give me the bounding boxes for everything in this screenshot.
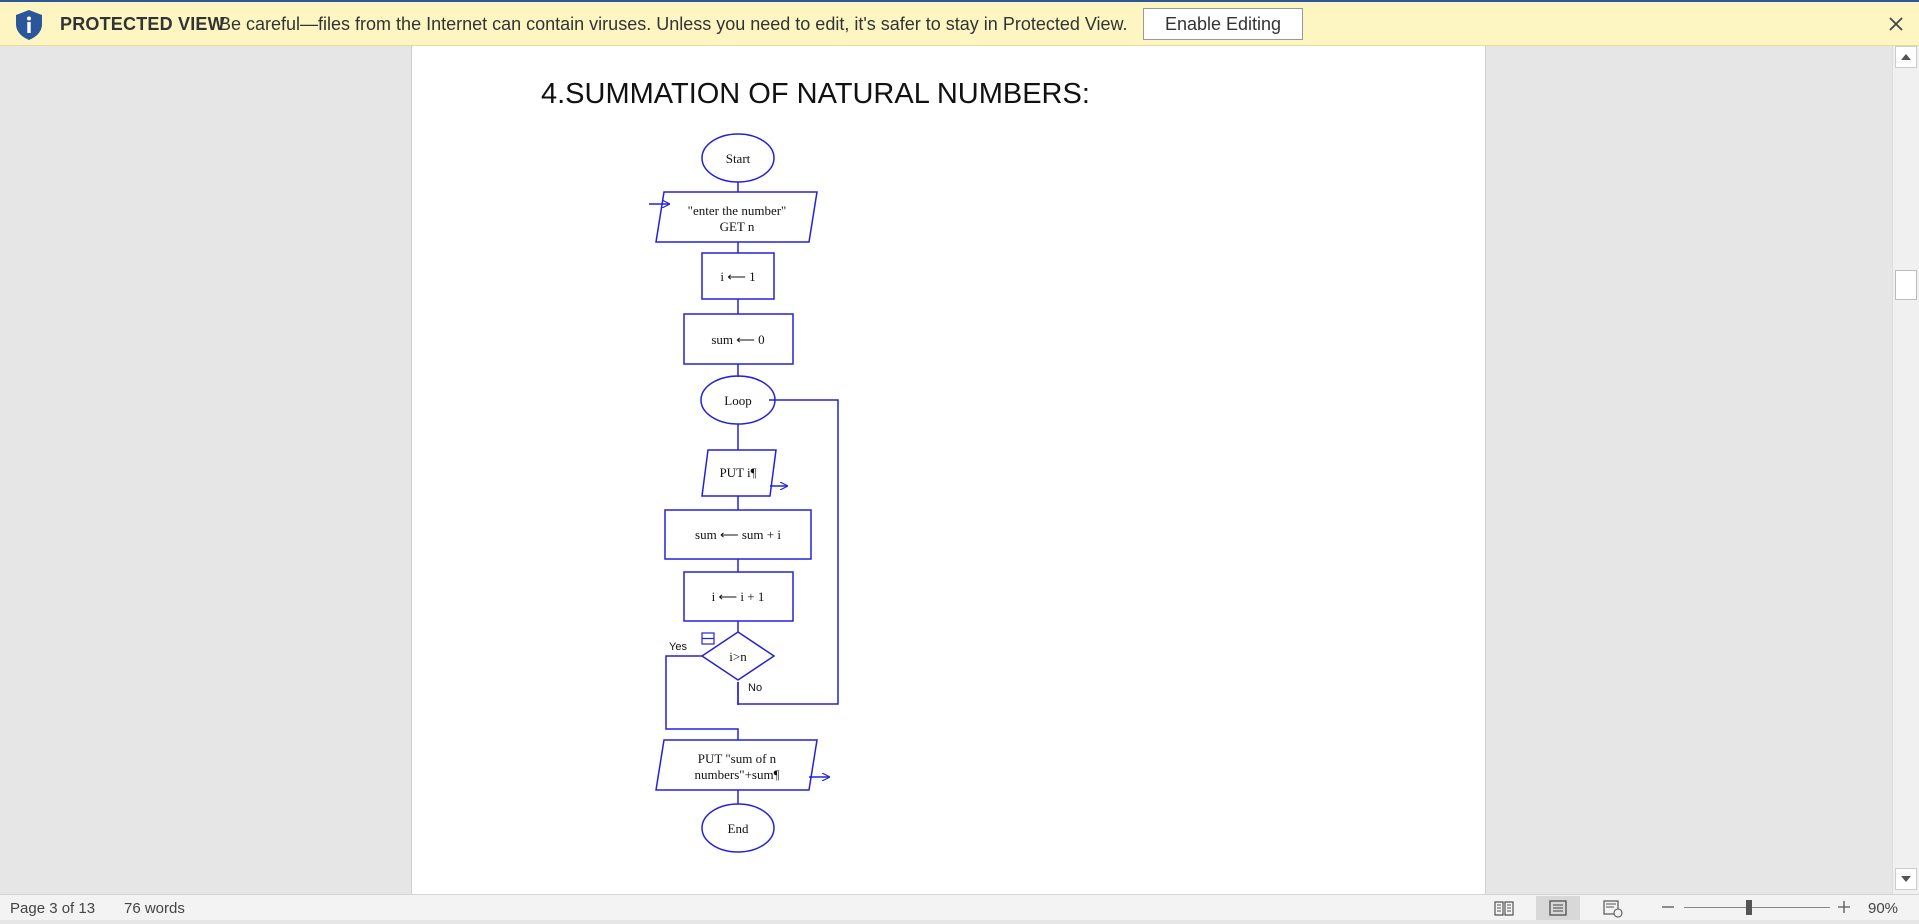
close-icon[interactable] bbox=[1886, 14, 1906, 34]
scroll-up-button[interactable] bbox=[1895, 46, 1917, 68]
flowchart-increment: i ⟵ i + 1 bbox=[683, 571, 794, 622]
protected-view-title: PROTECTED VIEW bbox=[60, 14, 225, 34]
triangle-up-icon bbox=[1901, 54, 1911, 60]
scroll-down-button[interactable] bbox=[1895, 868, 1917, 890]
print-layout-icon bbox=[1549, 900, 1567, 916]
loop-label: Loop bbox=[724, 393, 751, 408]
flowchart-end: End bbox=[701, 803, 775, 853]
zoom-in-icon[interactable] bbox=[1836, 898, 1852, 916]
triangle-down-icon bbox=[1901, 876, 1911, 882]
web-layout-icon bbox=[1603, 900, 1623, 918]
flowchart-input: "enter the number" GET n bbox=[655, 191, 818, 243]
zoom-slider[interactable] bbox=[1684, 907, 1830, 908]
read-mode-button[interactable] bbox=[1482, 896, 1526, 920]
scroll-thumb[interactable] bbox=[1895, 270, 1917, 300]
end-label: End bbox=[728, 821, 749, 836]
zoom-slider-thumb[interactable] bbox=[1746, 900, 1752, 915]
read-mode-icon bbox=[1494, 901, 1514, 916]
flowchart-start: Start bbox=[701, 133, 775, 183]
flowchart-loop: Loop bbox=[700, 375, 776, 425]
put-i-label: PUT i¶ bbox=[719, 465, 756, 480]
flowchart-init-sum: sum ⟵ 0 bbox=[683, 313, 794, 365]
document-heading: 4.SUMMATION OF NATURAL NUMBERS: bbox=[541, 78, 1090, 110]
web-layout-button[interactable] bbox=[1590, 896, 1634, 920]
condition-label: i>n bbox=[729, 649, 747, 664]
init-sum-label: sum ⟵ 0 bbox=[711, 332, 764, 347]
flowchart-decision: i>n Yes No bbox=[669, 631, 776, 694]
flowchart-output: PUT "sum of n numbers"+sum¶ bbox=[655, 739, 818, 791]
zoom-level[interactable]: 90% bbox=[1868, 900, 1899, 917]
print-layout-button[interactable] bbox=[1536, 896, 1580, 920]
document-page: 4.SUMMATION OF NATURAL NUMBERS: bbox=[411, 46, 1486, 894]
start-label: Start bbox=[726, 151, 751, 166]
enable-editing-button[interactable]: Enable Editing bbox=[1143, 8, 1303, 40]
page-count[interactable]: Page 3 of 13 bbox=[10, 900, 96, 917]
yes-label: Yes bbox=[669, 641, 687, 653]
increment-label: i ⟵ i + 1 bbox=[712, 589, 765, 604]
output-line2-label: numbers"+sum¶ bbox=[695, 767, 780, 782]
flowchart-add: sum ⟵ sum + i bbox=[664, 509, 812, 560]
vertical-scrollbar[interactable] bbox=[1892, 46, 1919, 894]
status-bar: Page 3 of 13 76 words 90% bbox=[0, 894, 1919, 920]
input-get-label: GET n bbox=[720, 219, 755, 234]
flowchart: Start "enter the number" GET n i ⟵ 1 sum… bbox=[649, 133, 839, 853]
flowchart-put-i: PUT i¶ bbox=[701, 449, 777, 497]
flowchart-init-i: i ⟵ 1 bbox=[701, 252, 775, 300]
word-count[interactable]: 76 words bbox=[124, 900, 185, 917]
shield-info-icon bbox=[16, 10, 42, 40]
flowchart-connectors bbox=[649, 182, 839, 804]
zoom-out-icon[interactable] bbox=[1660, 898, 1676, 916]
add-label: sum ⟵ sum + i bbox=[695, 527, 781, 542]
input-prompt-label: "enter the number" bbox=[688, 203, 787, 218]
init-i-label: i ⟵ 1 bbox=[720, 269, 755, 284]
output-line1-label: PUT "sum of n bbox=[698, 751, 777, 766]
protected-view-message: Be careful—files from the Internet can c… bbox=[219, 14, 1128, 34]
protected-view-bar: PROTECTED VIEW Be careful—files from the… bbox=[0, 0, 1919, 46]
no-label: No bbox=[748, 682, 762, 694]
